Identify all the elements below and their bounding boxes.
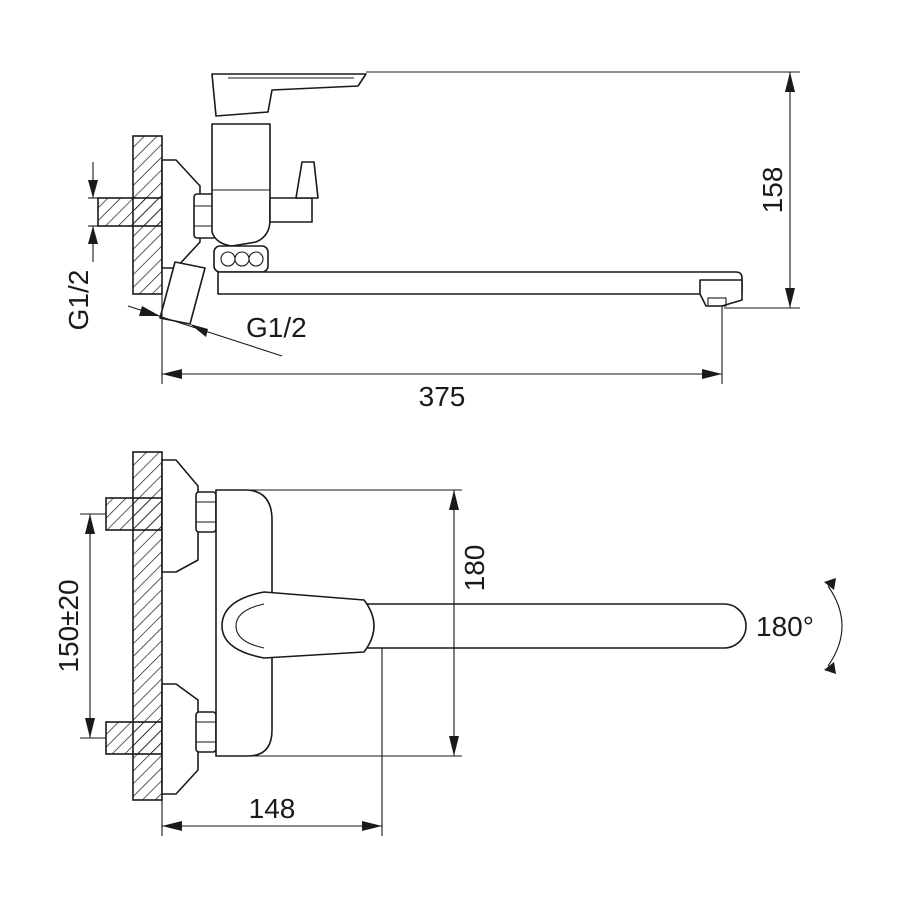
dimension-centers: 150±20 <box>53 513 106 739</box>
dim-label-180: 180 <box>459 545 490 592</box>
thread-label-inlet: G1/2 <box>63 270 94 331</box>
top-view: 150±20 180 148 180° <box>53 451 843 836</box>
inlet-pipe-lower <box>105 721 163 755</box>
dimension-length: 375 <box>161 294 723 412</box>
spout-side <box>217 271 743 295</box>
dimension-depth: 148 <box>161 648 383 836</box>
eccentric-connector <box>161 159 201 269</box>
rotation-label: 180° <box>756 611 814 642</box>
inlet-pipe-top <box>97 197 163 227</box>
lever-handle <box>211 73 367 117</box>
connector-upper <box>161 459 199 573</box>
hex-nut-lower <box>195 711 217 753</box>
connector-lower <box>161 683 199 795</box>
inlet-pipe-upper <box>105 497 163 531</box>
handle-top <box>221 591 375 659</box>
dim-label-375: 375 <box>419 381 466 412</box>
diverter-lever <box>295 161 319 199</box>
angled-pipe <box>159 261 206 325</box>
spout-aerator <box>699 279 743 307</box>
dim-label-158: 158 <box>757 167 788 214</box>
thread-label-outlet: G1/2 <box>246 312 307 343</box>
valve-body <box>211 123 271 247</box>
hex-nut-upper <box>195 491 217 533</box>
dim-label-150: 150±20 <box>53 579 84 672</box>
thread-inlet-annotation: G1/2 <box>63 162 98 330</box>
thread-outlet-annotation: G1/2 <box>127 305 307 357</box>
dim-label-148: 148 <box>249 793 296 824</box>
rotation-annotation: 180° <box>756 578 843 674</box>
diverter-knob <box>269 197 313 223</box>
side-view: 158 375 G1/2 G1/2 <box>63 71 800 412</box>
dimension-height: 158 <box>366 71 800 309</box>
spout-swivel <box>213 245 269 273</box>
spout-top <box>329 603 747 649</box>
dimension-body: 180 <box>248 489 490 757</box>
